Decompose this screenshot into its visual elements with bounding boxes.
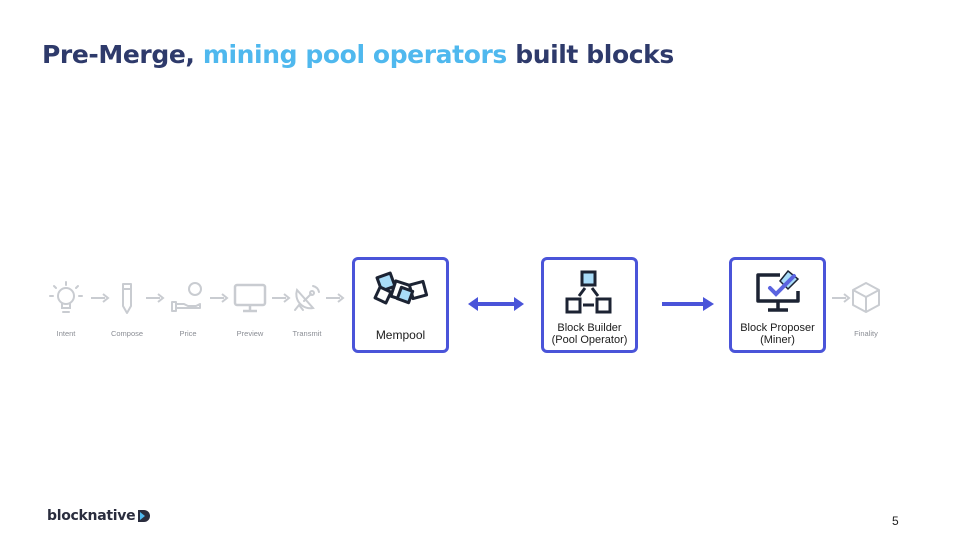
step-label: Compose — [110, 329, 144, 338]
satellite-dish-icon — [294, 285, 320, 311]
step-label: Preview — [236, 329, 264, 338]
arrow-price-preview — [210, 293, 229, 303]
box-label-line2: (Miner) — [760, 334, 795, 346]
block-builder-box: Block Builder (Pool Operator) — [541, 257, 638, 353]
monitor-check-icon — [755, 269, 800, 312]
step-price: Price — [158, 280, 218, 338]
arrow-builder-proposer — [662, 297, 714, 311]
step-label: Finality — [854, 329, 878, 338]
box-label-line1: Block Proposer — [740, 322, 815, 334]
step-finality: Finality — [836, 280, 896, 338]
arrow-compose-price — [146, 293, 165, 303]
mempool-box: Mempool — [352, 257, 449, 353]
box-label-line1: Block Builder — [557, 322, 622, 334]
step-compose: Compose — [97, 280, 157, 338]
network-tree-icon — [565, 270, 611, 314]
page-number: 5 — [892, 514, 899, 528]
block-proposer-box: Block Proposer (Miner) — [729, 257, 826, 353]
arrow-transmit-mempool — [326, 293, 345, 303]
arrow-proposer-finality — [832, 293, 851, 303]
step-label: Intent — [56, 329, 76, 338]
lightbulb-icon — [49, 281, 83, 313]
box-label-line2: (Pool Operator) — [551, 334, 628, 346]
hand-coin-icon — [171, 282, 202, 312]
arrow-mempool-builder — [468, 297, 524, 311]
brand-logo: blocknative — [47, 508, 151, 524]
step-preview: Preview — [220, 280, 280, 338]
step-intent: Intent — [36, 280, 96, 338]
title-highlight: mining pool operators — [202, 40, 507, 69]
step-label: Transmit — [292, 329, 322, 338]
title-suffix: built blocks — [506, 40, 674, 69]
step-transmit: Transmit — [277, 280, 337, 338]
monitor-icon — [233, 283, 267, 313]
arrow-preview-transmit — [272, 293, 291, 303]
logo-mark-icon — [138, 510, 151, 522]
title-prefix: Pre-Merge, — [42, 40, 203, 69]
brand-name: blocknative — [47, 508, 136, 524]
mempool-cubes-icon — [373, 271, 428, 305]
cube-icon — [852, 282, 880, 313]
box-label: Mempool — [375, 328, 426, 342]
step-label: Price — [179, 329, 197, 338]
slide-title: Pre-Merge, mining pool operators built b… — [42, 40, 674, 69]
arrow-intent-compose — [91, 293, 110, 303]
pencil-icon — [122, 283, 132, 314]
